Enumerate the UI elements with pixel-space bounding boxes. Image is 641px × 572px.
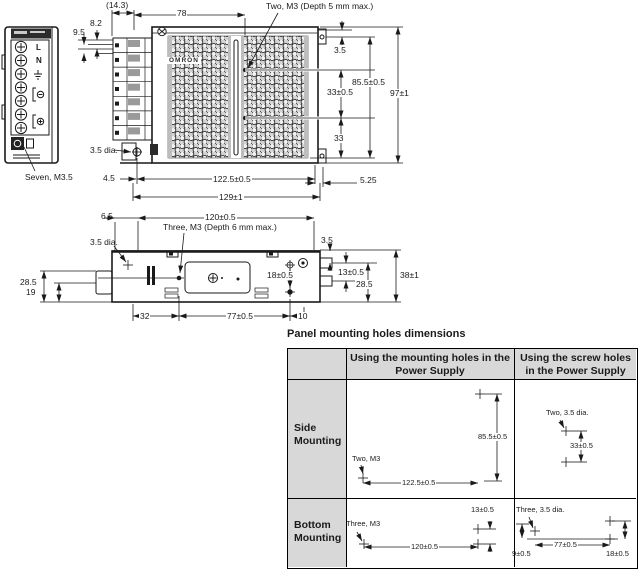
dim-seg2: 77±0.5	[226, 311, 254, 321]
table-note-three-35dia: Three, 3.5 dia.	[516, 505, 565, 514]
table-col-header-screw-holes: Using the screw holes in the Power Suppl…	[520, 352, 631, 377]
terminal-label-line: L	[36, 43, 41, 52]
dim-step2: 9.5	[73, 27, 85, 37]
table-dim-bottom-h: 13±0.5	[471, 505, 494, 514]
table-dim-bottom-w: 120±0.5	[410, 542, 440, 551]
table-row-header-side-mounting: Side Mounting	[294, 422, 342, 448]
table-grid-vline-1	[346, 349, 347, 567]
rear-flange	[318, 28, 327, 164]
dim-bottom-hole-dia: 3.5 dia.	[90, 237, 118, 247]
table-dim-bottom-screw-w: 77±0.5	[553, 540, 578, 549]
table-dim-bottom-screw-left: 9±0.5	[512, 549, 531, 558]
terminal-block	[112, 37, 153, 141]
dim-hole-dia: 3.5 dia.	[90, 145, 118, 155]
note-two-m3: Two, M3 (Depth 5 mm max.)	[266, 1, 374, 11]
terminal-label-neutral: N	[36, 56, 42, 65]
dim-hole-from-left: 78	[176, 8, 188, 18]
dim-seg3: 10	[297, 311, 309, 321]
dim-seg1: 32	[139, 311, 151, 321]
table-cell-bottom-screw-diagram	[516, 516, 631, 548]
dim-left-offset: 4.5	[103, 173, 115, 183]
table-col-header-mounting-holes: Using the mounting holes in the Power Su…	[350, 352, 510, 377]
dim-bottom-top-offset: 3.5	[321, 235, 333, 245]
table-dim-side-w: 122.5±0.5	[401, 478, 437, 487]
dim-terminal-depth: (14.3)	[106, 0, 129, 10]
dim-notch-pitch: 13±0.5	[337, 267, 365, 277]
table-dim-side-h: 85.5±0.5	[477, 432, 509, 441]
table-dim-side-screw-h: 33±0.5	[569, 441, 594, 450]
front-view	[1, 26, 59, 172]
dim-height: 97±1	[389, 88, 410, 98]
bottom-mounting-hole	[176, 275, 182, 281]
table-cell-side-screw-diagram	[558, 419, 587, 467]
dim-bottom-hole-span-h: 120±0.5	[204, 212, 237, 222]
table-row-header-bottom-mounting: Bottom Mounting	[294, 519, 342, 545]
dim-hole-pitch-v-bottom: 18±0.5	[266, 270, 294, 280]
dim-hole-pitch-v: 33±0.5	[326, 87, 354, 97]
bottom-cover	[184, 261, 251, 294]
brand-logo: OMRON	[167, 57, 201, 64]
dim-lower-span: 33	[333, 133, 345, 143]
front-foot	[121, 142, 158, 161]
table-grid-vline-2	[514, 349, 515, 567]
dim-bottom-left-offset: 6.5	[101, 211, 113, 221]
table-row-header-col-bg	[288, 349, 346, 567]
note-three-m3: Three, M3 (Depth 6 mm max.)	[163, 222, 277, 232]
table-note-two-35dia: Two, 3.5 dia.	[546, 408, 589, 417]
dim-top-offset: 3.5	[334, 45, 346, 55]
table-grid-hline-1	[288, 379, 636, 380]
table-title: Panel mounting holes dimensions	[287, 328, 466, 340]
dim-width: 129±1	[218, 192, 244, 202]
dim-rear-depth: 28.5	[355, 279, 374, 289]
side-view	[78, 10, 403, 201]
voltage-adjust-screw-icon	[11, 137, 34, 150]
table-note-two-m3: Two, M3	[352, 454, 381, 463]
dim-front-inner: 19	[26, 287, 36, 297]
nameplate-label	[11, 28, 51, 39]
minus-output-symbol-icon	[32, 87, 45, 102]
cover-screw-icon	[208, 273, 218, 283]
dim-hole-span-h: 122.5±0.5	[212, 174, 252, 184]
table-dim-bottom-screw-right: 18±0.5	[606, 549, 629, 558]
note-seven-m35: Seven, M3.5	[25, 172, 73, 182]
case-screw-icon	[157, 26, 167, 37]
dim-depth: 38±1	[400, 270, 419, 280]
rear-tabs	[320, 257, 333, 287]
plus-output-symbol-icon	[32, 114, 45, 129]
center-slot	[233, 39, 239, 156]
ground-symbol-icon	[34, 70, 42, 80]
input-connector	[95, 270, 113, 295]
table-grid-hline-2	[288, 498, 636, 499]
dim-step1: 8.2	[90, 18, 102, 28]
rear-mounting-holes	[285, 260, 295, 297]
table-note-three-m3: Three, M3	[346, 519, 381, 528]
dim-right-offset: 5.25	[360, 175, 377, 185]
dim-front-depth: 28.5	[20, 277, 37, 287]
terminal-screws-icon	[14, 40, 28, 135]
dim-hole-span-v: 85.5±0.5	[351, 77, 387, 87]
